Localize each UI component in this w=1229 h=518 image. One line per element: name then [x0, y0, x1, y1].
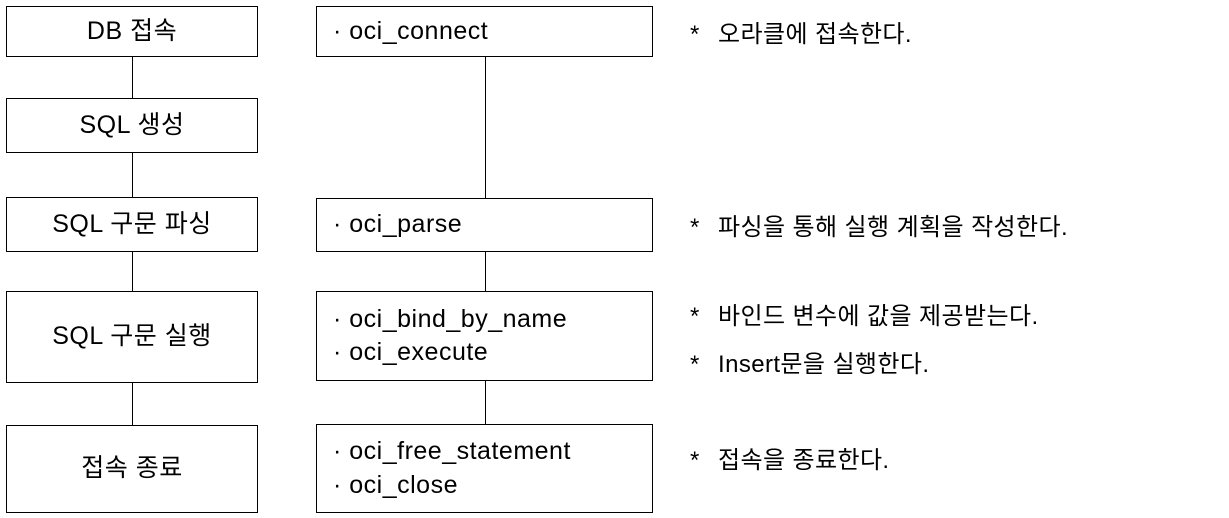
bullet-marker: * — [690, 303, 700, 330]
note-line: * Insert문을 실행한다. — [690, 348, 1039, 382]
stage-label: SQL 생성 — [79, 110, 185, 139]
note-line: * 접속을 종료한다. — [690, 444, 890, 478]
note-sql-parse: * 파싱을 통해 실행 계획을 작성한다. — [690, 211, 1068, 245]
stage-label: DB 접속 — [86, 16, 178, 45]
stage-label: SQL 구문 실행 — [52, 322, 212, 351]
connector-stage-4-5 — [132, 383, 133, 425]
connector-function-execute-free — [485, 381, 486, 424]
stage-box-connection-close: 접속 종료 — [6, 425, 258, 513]
function-name: · oci_connect — [333, 16, 489, 45]
stage-box-sql-parse: SQL 구문 파싱 — [6, 197, 258, 252]
stage-box-db-connect: DB 접속 — [6, 6, 258, 57]
stage-label: 접속 종료 — [81, 454, 183, 483]
note-text: 접속을 종료한다. — [718, 447, 890, 474]
note-text: 오라클에 접속한다. — [718, 21, 912, 48]
note-sql-execute: * 바인드 변수에 값을 제공받는다. * Insert문을 실행한다. — [690, 300, 1039, 382]
function-box-oci-parse: · oci_parse — [316, 198, 653, 252]
note-text: 바인드 변수에 값을 제공받는다. — [718, 303, 1039, 330]
bullet-marker: * — [690, 351, 700, 378]
bullet-marker: * — [690, 214, 700, 241]
connector-stage-1-2 — [132, 57, 133, 98]
stage-box-sql-create: SQL 생성 — [6, 98, 258, 153]
function-name: · oci_parse — [333, 210, 463, 239]
connector-function-connect-parse — [485, 57, 486, 198]
stage-label: SQL 구문 파싱 — [52, 209, 212, 238]
note-db-connect: * 오라클에 접속한다. — [690, 18, 912, 52]
note-connection-close: * 접속을 종료한다. — [690, 444, 890, 478]
note-text: 파싱을 통해 실행 계획을 작성한다. — [718, 214, 1069, 241]
connector-stage-2-3 — [132, 153, 133, 197]
function-name: · oci_free_statement — [333, 437, 571, 465]
note-line: * 바인드 변수에 값을 제공받는다. — [690, 300, 1039, 334]
function-box-oci-free-close: · oci_free_statement · oci_close — [316, 424, 653, 513]
connector-stage-3-4 — [132, 252, 133, 291]
function-name: · oci_bind_by_name — [333, 304, 568, 333]
function-name: · oci_close — [333, 470, 458, 499]
function-box-oci-bind-execute: · oci_bind_by_name · oci_execute — [316, 291, 653, 381]
function-box-oci-connect: · oci_connect — [316, 6, 653, 57]
connector-function-parse-bind — [485, 252, 486, 291]
bullet-marker: * — [690, 447, 700, 474]
function-name: · oci_execute — [333, 338, 489, 366]
note-text: Insert문을 실행한다. — [718, 351, 930, 378]
bullet-marker: * — [690, 21, 700, 48]
note-line: * 오라클에 접속한다. — [690, 18, 912, 52]
stage-box-sql-execute: SQL 구문 실행 — [6, 291, 258, 383]
note-line: * 파싱을 통해 실행 계획을 작성한다. — [690, 211, 1068, 245]
